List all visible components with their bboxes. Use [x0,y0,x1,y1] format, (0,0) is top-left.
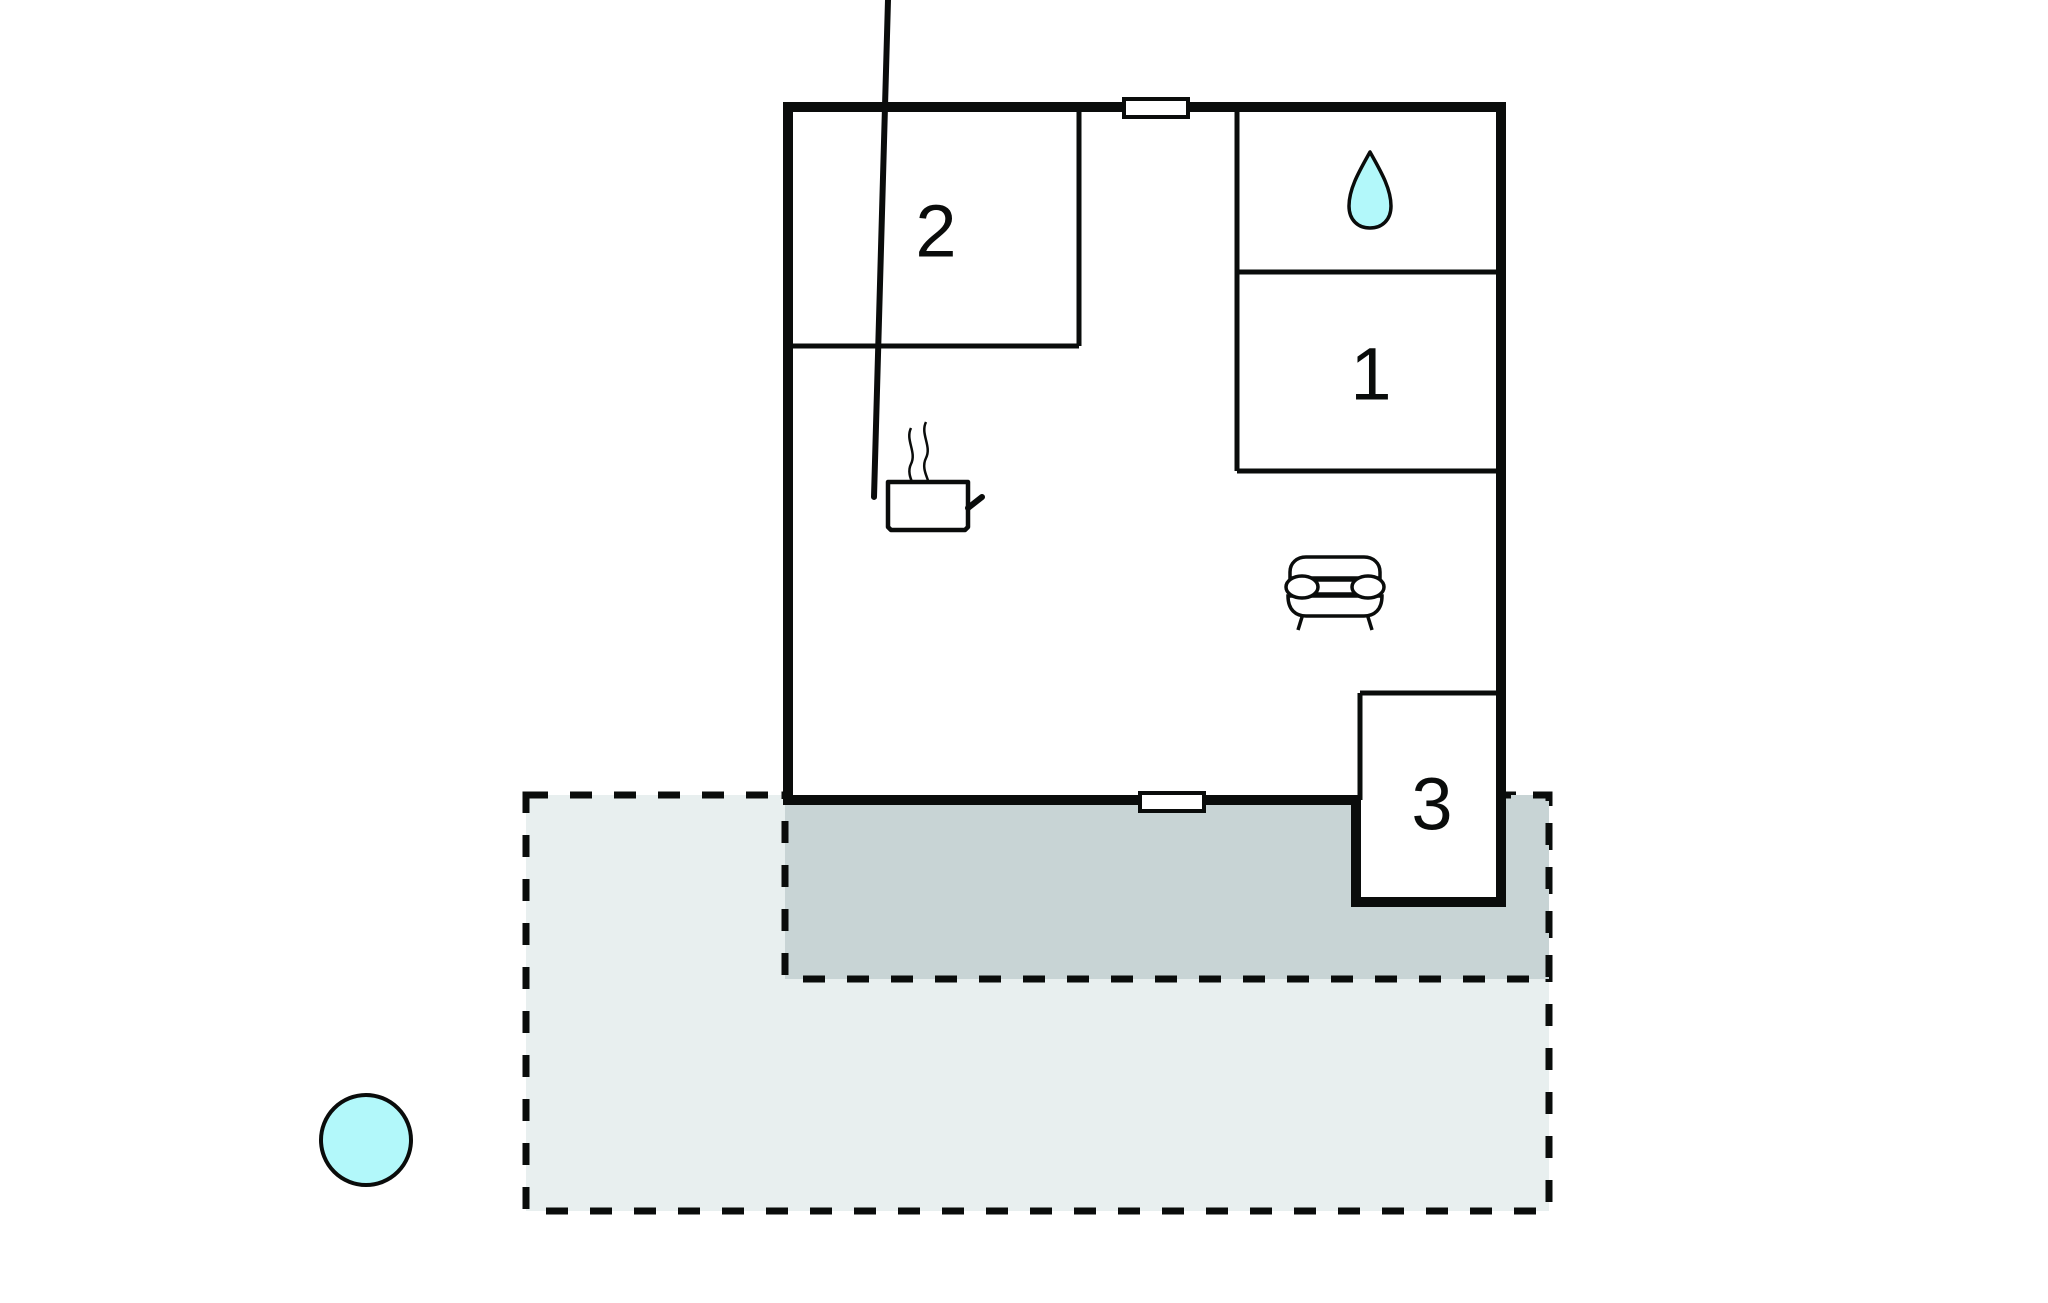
interior-walls [788,110,1498,800]
north-door [1122,97,1190,119]
water-drop-icon [1347,150,1393,230]
room-3-label: 3 [1411,763,1452,846]
room-3-floor [1356,690,1500,901]
room-2-label: 2 [915,190,956,273]
pool-icon [319,1093,413,1187]
cooking-pot-icon [871,0,985,533]
armchair-icon [1284,555,1386,631]
room-1-label: 1 [1350,333,1391,416]
south-door [1138,791,1206,813]
